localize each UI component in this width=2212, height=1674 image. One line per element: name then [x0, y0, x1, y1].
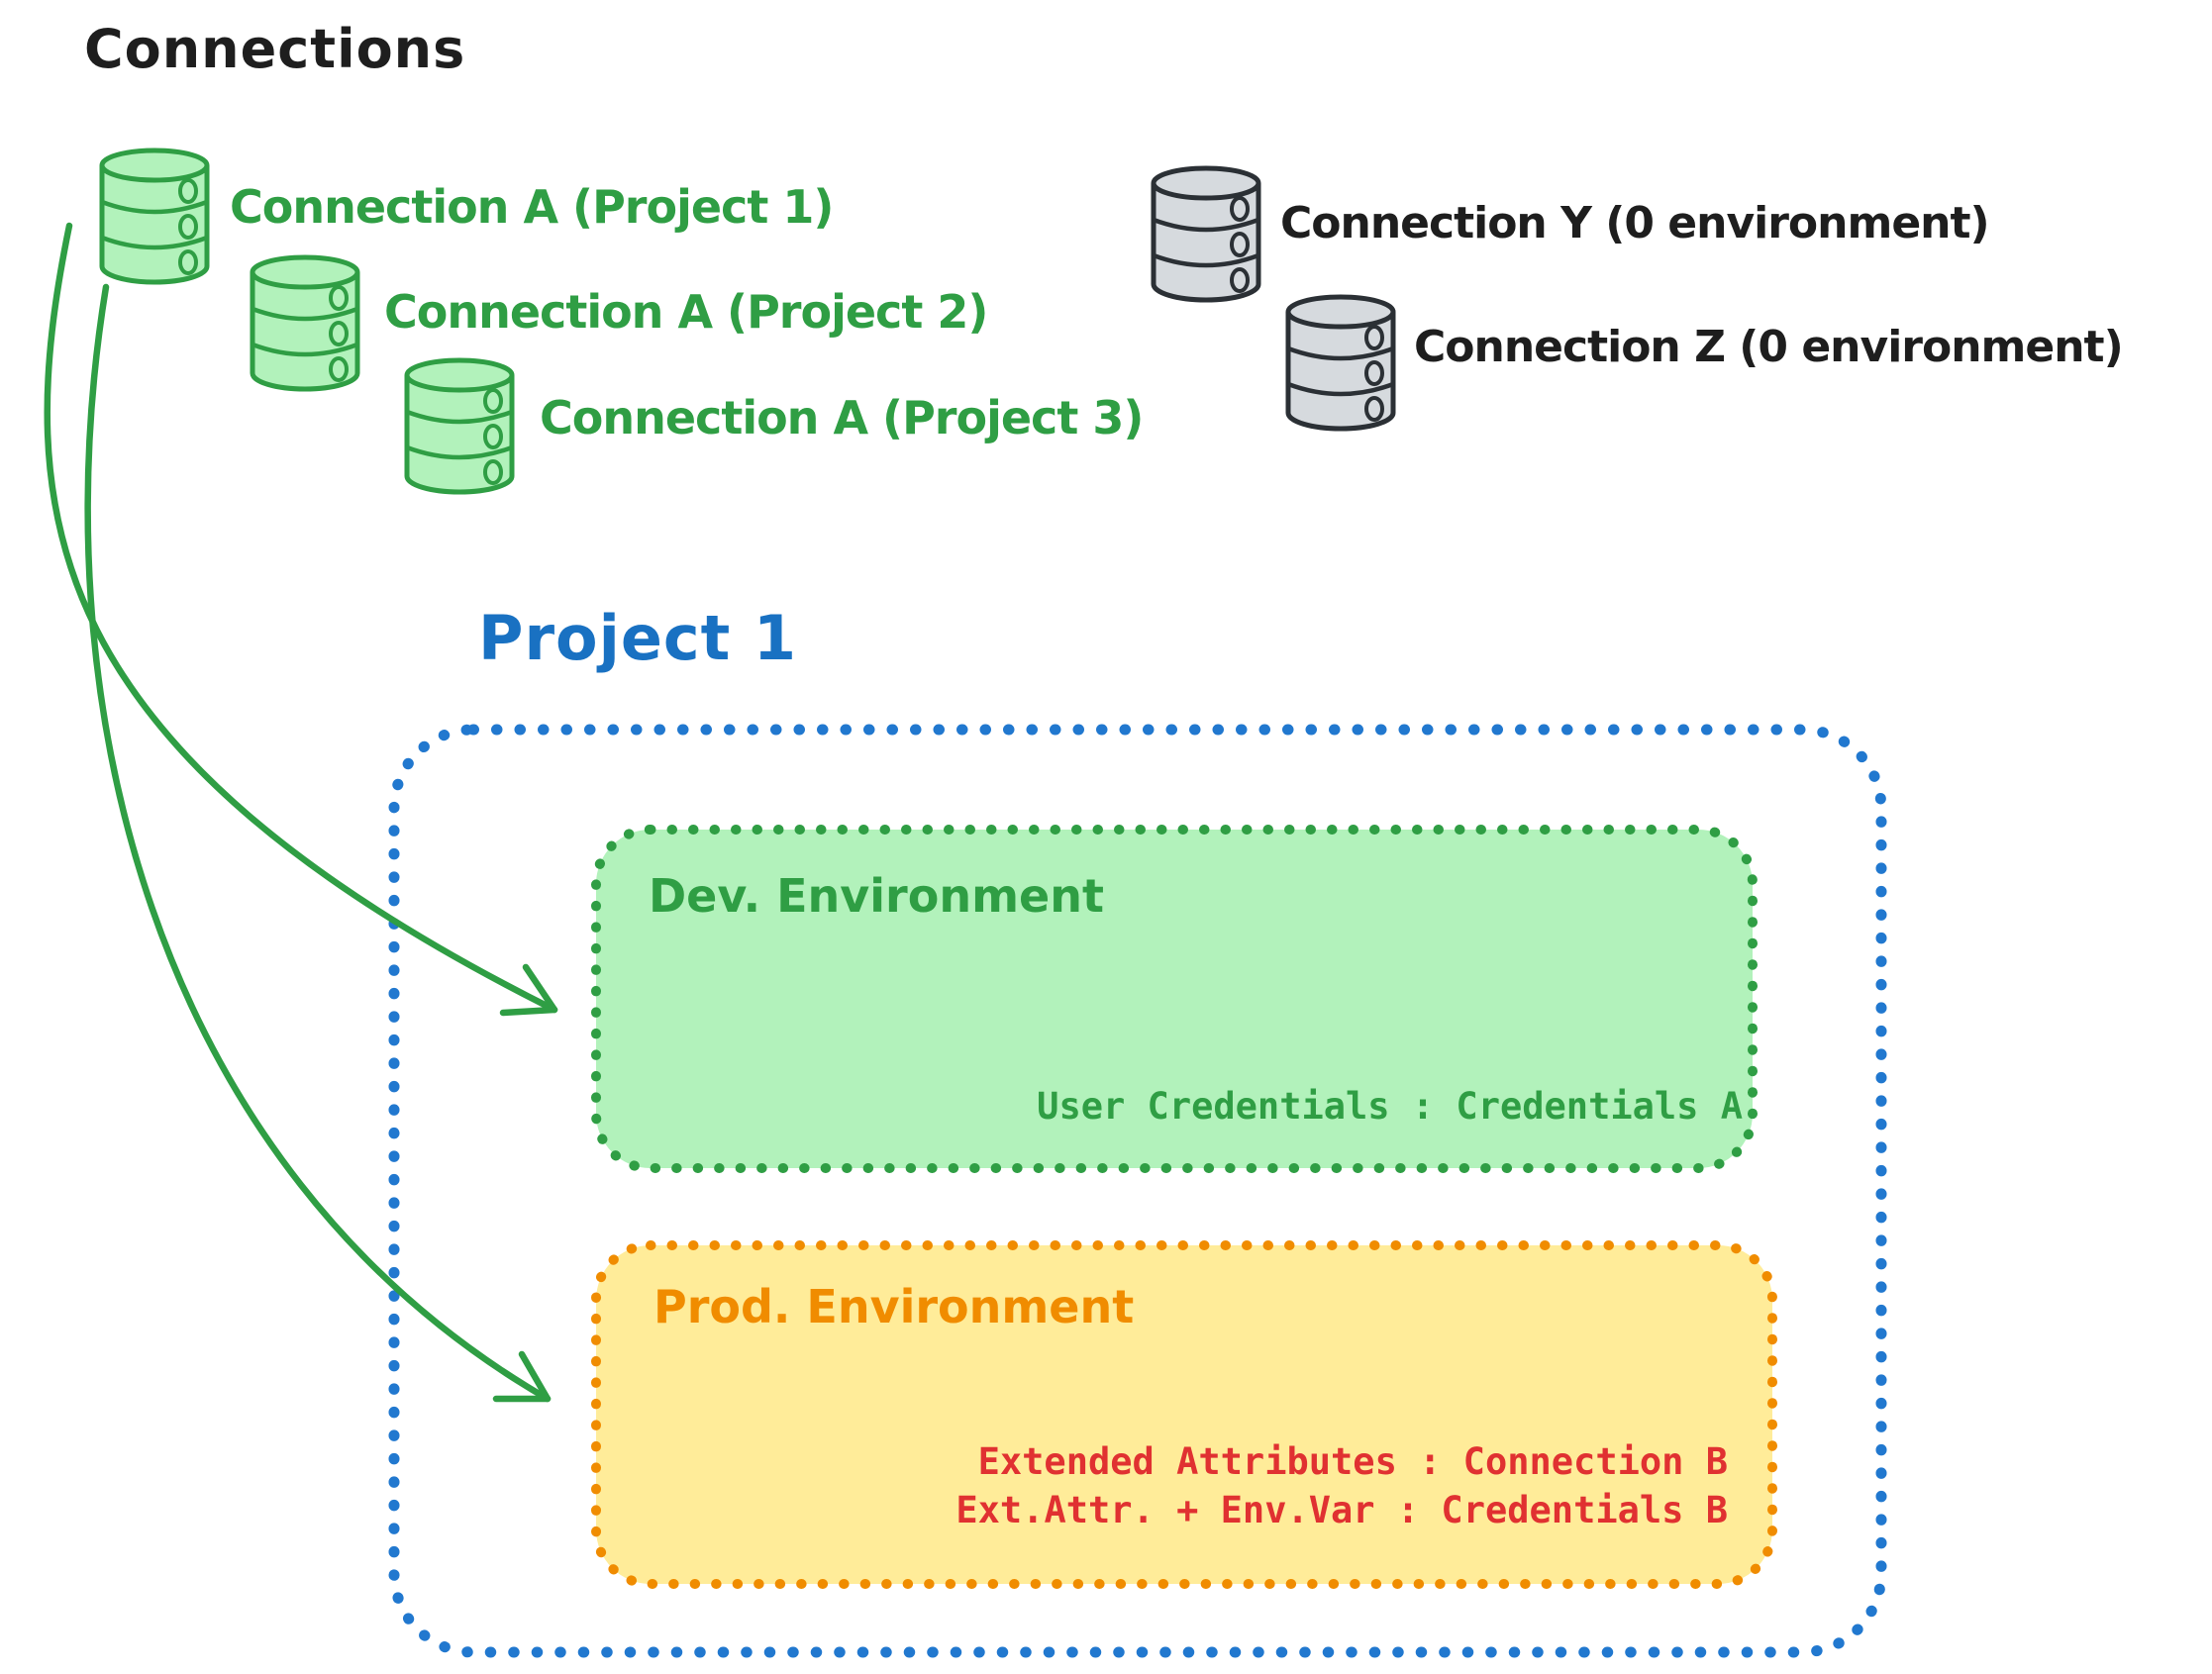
label-connection-a-project2: Connection A (Project 2) [384, 285, 988, 339]
prod-credentials-line1: Extended Attributes : Connection B [977, 1440, 1728, 1483]
label-connection-z: Connection Z (0 environment) [1414, 322, 2124, 372]
connections-title: Connections [84, 18, 466, 80]
database-icon-connection-y [1154, 168, 1258, 300]
arrow-to-prod-environment [84, 283, 552, 1403]
arrow-to-dev-environment [44, 222, 558, 1017]
prod-environment-label: Prod. Environment [654, 1280, 1135, 1333]
database-icon-connection-a-project3 [407, 360, 512, 492]
prod-credentials-line2: Ext.Attr. + Env.Var : Credentials B [955, 1489, 1728, 1531]
project1-title: Project 1 [478, 602, 798, 674]
database-icon-connection-z [1288, 297, 1393, 429]
dev-environment-box [591, 825, 1758, 1173]
dev-environment-label: Dev. Environment [649, 869, 1104, 923]
dev-environment-credentials: User Credentials : Credentials A [1037, 1085, 1743, 1128]
label-connection-y: Connection Y (0 environment) [1280, 198, 1990, 248]
label-connection-a-project3: Connection A (Project 3) [540, 391, 1144, 444]
prod-environment-box [591, 1240, 1777, 1589]
database-icon-connection-a-project1 [102, 150, 207, 282]
project1-container-border [388, 724, 1887, 1658]
label-connection-a-project1: Connection A (Project 1) [230, 180, 834, 234]
prod-environment-credentials: Extended Attributes : Connection B Ext.A… [921, 1437, 1728, 1534]
database-icon-connection-a-project2 [252, 257, 357, 389]
